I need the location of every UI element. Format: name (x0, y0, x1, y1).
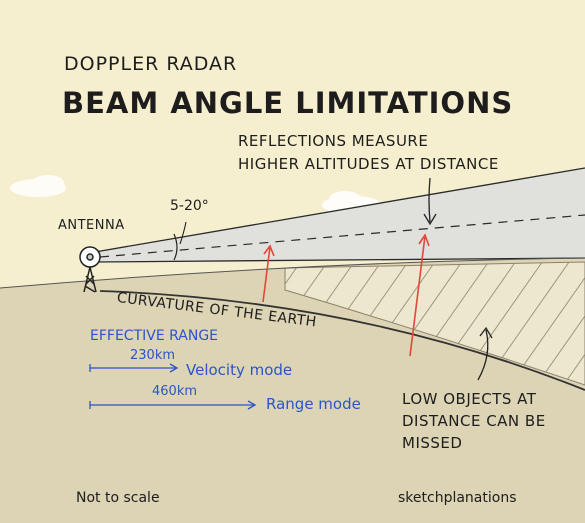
missed-zone-hatch (284, 261, 585, 386)
velocity-mode-label: Velocity mode (186, 361, 293, 379)
diagram-subtitle: DOPPLER RADAR (64, 53, 238, 75)
reflections-note-line2: HIGHER ALTITUDES AT DISTANCE (238, 155, 499, 173)
cloud-left (10, 175, 66, 197)
missed-pointer-arrow (477, 326, 493, 381)
beam-angle-pointer (179, 221, 187, 245)
beam-center-line (99, 214, 585, 258)
scale-note: Not to scale (76, 490, 160, 506)
beam-angle-label: 5-20° (170, 198, 209, 214)
low-objects-line1: LOW OBJECTS AT (402, 390, 537, 408)
brand-signature: sketchplanations (398, 490, 517, 506)
beam-upper-edge (94, 167, 585, 253)
earth-curve-line (99, 290, 585, 391)
velocity-range-distance: 230km (130, 348, 176, 363)
reflections-note-line1: REFLECTIONS MEASURE (238, 132, 429, 150)
radar-beam (95, 168, 585, 262)
antenna-icon (79, 246, 101, 293)
range-mode-label: Range mode (266, 395, 361, 413)
altitude-arrow-far (409, 233, 430, 357)
low-objects-line3: MISSED (402, 434, 463, 452)
ground-surface-line (0, 257, 585, 289)
antenna-label: ANTENNA (58, 218, 125, 233)
range-mode-distance: 460km (152, 384, 198, 399)
diagram-title: BEAM ANGLE LIMITATIONS (62, 86, 514, 120)
reflection-pointer-arrow (423, 177, 437, 226)
reflections-note: REFLECTIONS MEASURE HIGHER ALTITUDES AT … (238, 130, 499, 176)
altitude-arrow-near (262, 244, 275, 303)
range-mode-arrow (89, 400, 257, 410)
low-objects-note: LOW OBJECTS AT DISTANCE CAN BE MISSED (402, 388, 572, 454)
beam-lower-edge (94, 257, 585, 263)
velocity-range-arrow (89, 363, 179, 373)
beam-angle-arc (173, 233, 178, 261)
effective-range-heading: EFFECTIVE RANGE (90, 328, 219, 344)
low-objects-line2: DISTANCE CAN BE (402, 412, 546, 430)
